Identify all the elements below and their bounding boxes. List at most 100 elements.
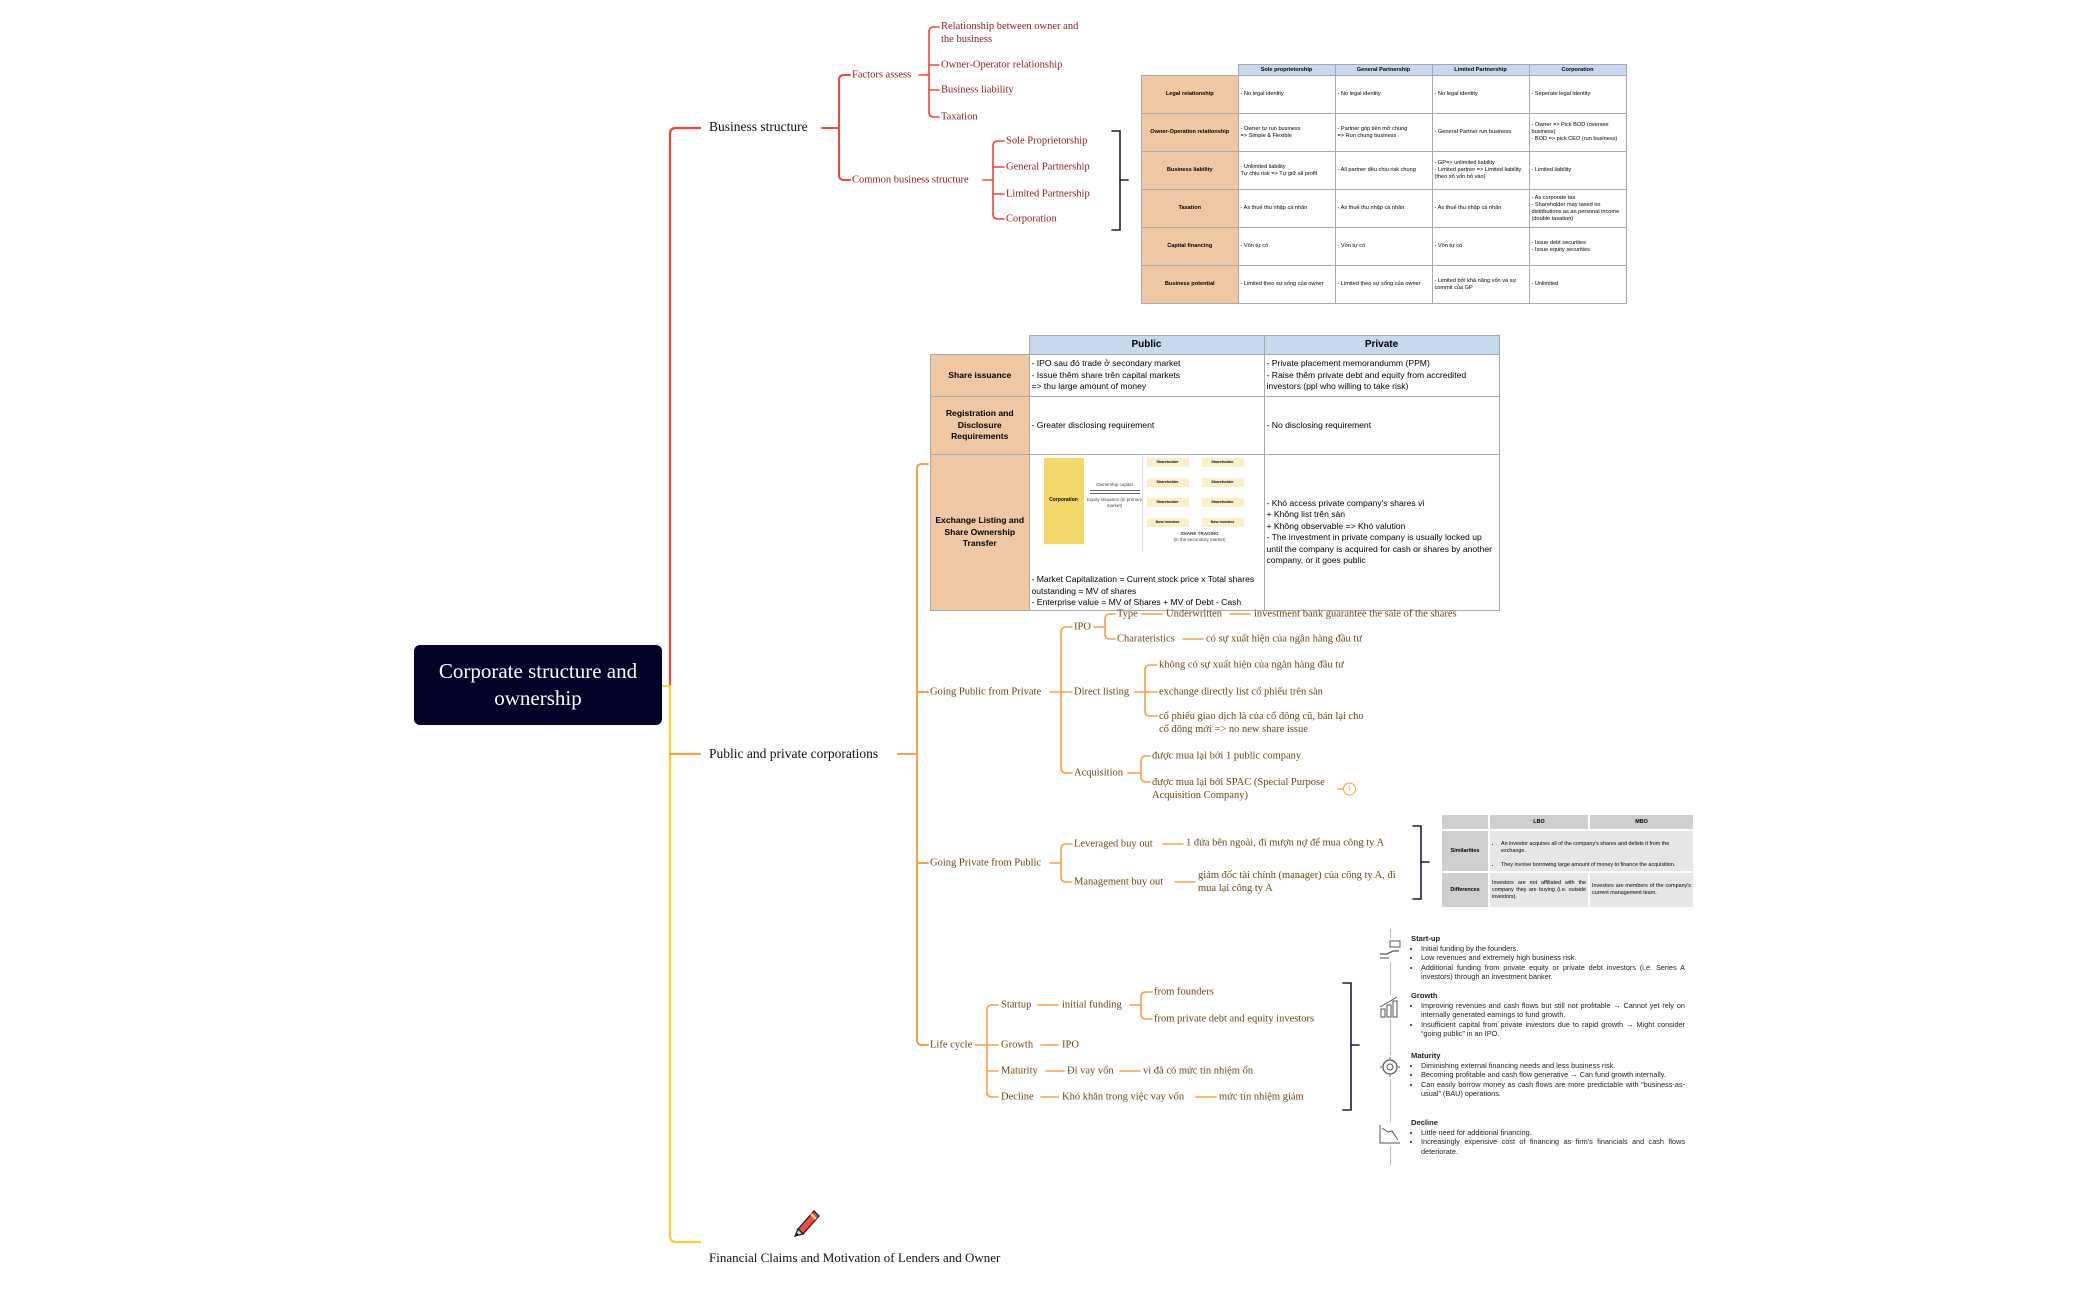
node-lbo[interactable]: Leveraged buy out xyxy=(1074,838,1153,850)
column-header: Private xyxy=(1263,335,1500,355)
topic-public-private-corporations[interactable]: Public and private corporations xyxy=(709,746,879,761)
node-decline-detail[interactable]: mức tín nhiệm giảm xyxy=(1219,1091,1304,1103)
similarity-item: An investor acquires all of the company'… xyxy=(1501,841,1691,855)
connector xyxy=(928,26,940,118)
shareholder-box: Shareholder xyxy=(1201,498,1244,507)
table-cell: - No disclosing requirement xyxy=(1263,396,1500,455)
table-cell: - IPO sau đó trade ở secondary market - … xyxy=(1028,354,1265,397)
node-life-cycle[interactable]: Life cycle xyxy=(930,1039,973,1051)
arrow-line xyxy=(1089,490,1140,491)
table-row: Registration and Disclosure Requirements… xyxy=(930,396,1500,455)
node-initial-funding[interactable]: initial funding xyxy=(1062,999,1122,1011)
node-decline-value[interactable]: Khó khăn trong việc vay vốn xyxy=(1062,1091,1185,1103)
node-mbo[interactable]: Management buy out xyxy=(1074,876,1164,888)
table-cell: - Limited theo sự sống của owner xyxy=(1237,265,1336,304)
connector xyxy=(1140,755,1151,783)
table-cell: - All partner đều chịu risk chung xyxy=(1334,151,1433,190)
node-direct-listing-item[interactable]: exchange directly list cổ phiếu trên sàn xyxy=(1159,686,1323,698)
node-factor[interactable]: Business liability xyxy=(941,84,1014,96)
row-label: Similarities xyxy=(1440,829,1490,873)
node-acquisition-item[interactable]: được mua lại bởi 1 public company xyxy=(1152,750,1302,762)
note-badge[interactable]: 1 xyxy=(1343,782,1356,796)
row-label: Capital financing xyxy=(1141,227,1239,266)
node-maturity-value[interactable]: Đi vay vốn xyxy=(1067,1065,1114,1077)
node-funding-source[interactable]: from founders xyxy=(1154,986,1214,998)
topic-financial-claims[interactable]: Financial Claims and Motivation of Lende… xyxy=(709,1250,1001,1265)
node-structure-type[interactable]: General Partnership xyxy=(1006,161,1090,173)
node-lbo-detail[interactable]: 1 đứa bên ngoài, đi mượn nợ để mua công … xyxy=(1186,837,1385,849)
new-investor-box: New investor xyxy=(1146,518,1189,527)
table-cell-text: - Market Capitalization = Current stock … xyxy=(1031,574,1255,607)
table-cell: - As thuế thu nhập cá nhân xyxy=(1237,189,1336,228)
stage-bullet: Initial funding by the founders. xyxy=(1421,944,1685,954)
similarities-cell: An investor acquires all of the company'… xyxy=(1488,829,1695,873)
node-direct-listing-item[interactable]: không có sự xuất hiện của ngân hàng đầu … xyxy=(1159,659,1344,671)
node-decline[interactable]: Decline xyxy=(1001,1091,1034,1103)
node-ipo-characteristics[interactable]: Charateristics xyxy=(1117,633,1175,645)
summary-bracket xyxy=(1111,130,1121,231)
equity-issuance-label: Equity issuance (in primary market) xyxy=(1086,497,1143,508)
root-topic[interactable]: Corporate structure and ownership xyxy=(414,645,662,725)
stage-bullet: Increasingly expensive cost of financing… xyxy=(1421,1137,1685,1156)
arrow-line xyxy=(1089,493,1140,494)
stage-title: Growth xyxy=(1411,991,1438,1000)
node-structure-type[interactable]: Limited Partnership xyxy=(1006,188,1090,200)
table-cell: - GP=> unlimited liability - Limited par… xyxy=(1431,151,1530,190)
table-cell: - Limited bởi khả năng vốn và sự commit … xyxy=(1431,265,1530,304)
column-header: LBO xyxy=(1488,813,1590,831)
new-investor-box: New investor xyxy=(1201,518,1244,527)
node-acquisition[interactable]: Acquisition xyxy=(1074,767,1123,779)
share-trading-sub-label: (in the secondary market) xyxy=(1173,537,1226,542)
life-cycle-stage: MaturityDiminishing external financing n… xyxy=(1411,1051,1685,1099)
connector xyxy=(992,140,1005,220)
node-direct-listing-item[interactable]: cổ phiếu giao dịch là của cổ đông cũ, bá… xyxy=(1159,711,1364,735)
node-growth[interactable]: Growth xyxy=(1001,1039,1034,1051)
table-cell: - As thuế thu nhập cá nhân xyxy=(1431,189,1530,228)
difference-cell: Investors are not affiliated with the co… xyxy=(1488,871,1590,909)
node-funding-source[interactable]: from private debt and equity investors xyxy=(1154,1013,1315,1025)
ownership-capital-label: Ownership capital xyxy=(1096,482,1133,487)
stage-title: Maturity xyxy=(1411,1051,1441,1060)
pencil-icon xyxy=(793,1210,820,1237)
topic-business-structure[interactable]: Business structure xyxy=(709,119,808,134)
stage-bullet: Becoming profitable and cash flow genera… xyxy=(1421,1070,1685,1080)
table-row: Owner-Operation relationship- Owner tự r… xyxy=(1141,113,1627,152)
column-header: MBO xyxy=(1588,813,1695,831)
node-acquisition-item[interactable]: được mua lại bởi SPAC (Special Purpose A… xyxy=(1152,777,1325,801)
trunk-lower xyxy=(660,684,702,1244)
connector xyxy=(1140,991,1153,1020)
node-growth-ipo[interactable]: IPO xyxy=(1062,1039,1079,1051)
node-ipo-underwritten[interactable]: Underwritten xyxy=(1166,608,1222,620)
table-cell: - Issue debt securities - Issue equity s… xyxy=(1528,227,1627,266)
node-ipo-characteristics-detail[interactable]: có sự xuất hiện của ngân hàng đầu tư xyxy=(1206,633,1363,645)
table-cell: - As corporate tax - Shareholder may tax… xyxy=(1528,189,1627,228)
connector xyxy=(838,74,851,181)
column-header: Public xyxy=(1028,335,1265,355)
node-startup[interactable]: Startup xyxy=(1001,999,1032,1011)
table-cell: - Private placement memorandumm (PPM) - … xyxy=(1263,354,1500,397)
node-structure-type[interactable]: Corporation xyxy=(1006,213,1057,225)
node-common-business-structure[interactable]: Common business structure xyxy=(852,174,969,186)
node-factors-assess[interactable]: Factors assess xyxy=(852,69,912,81)
node-direct-listing[interactable]: Direct listing xyxy=(1074,686,1130,698)
node-maturity-detail[interactable]: vì đã có mức tín nhiệm ổn xyxy=(1143,1065,1254,1077)
node-factor[interactable]: Relationship between owner and the busin… xyxy=(941,21,1079,45)
node-going-private[interactable]: Going Private from Public xyxy=(930,857,1042,869)
node-ipo[interactable]: IPO xyxy=(1074,621,1091,633)
stage-bullet: Additional funding from private equity o… xyxy=(1421,963,1685,982)
node-factor[interactable]: Owner-Operator relationship xyxy=(941,59,1063,71)
table-cell: - Khó access private company's shares vì… xyxy=(1263,454,1500,611)
node-maturity[interactable]: Maturity xyxy=(1001,1065,1038,1077)
node-factor[interactable]: Taxation xyxy=(941,111,978,123)
row-label: Registration and Disclosure Requirements xyxy=(930,396,1030,455)
node-structure-type[interactable]: Sole Proprietorship xyxy=(1006,135,1088,147)
node-going-public[interactable]: Going Public from Private xyxy=(930,686,1042,698)
table-cell: - Vốn tự có xyxy=(1334,227,1433,266)
node-ipo-type[interactable]: Type xyxy=(1117,608,1138,620)
corner-cell xyxy=(1141,64,1238,76)
table-cell: - Seperate legal identity xyxy=(1528,75,1627,114)
node-mbo-detail[interactable]: giám đốc tài chính (manager) của công ty… xyxy=(1198,870,1396,894)
row-label: Taxation xyxy=(1141,189,1239,228)
node-ipo-underwritten-detail[interactable]: investment bank guarantee the sale of th… xyxy=(1254,608,1457,620)
